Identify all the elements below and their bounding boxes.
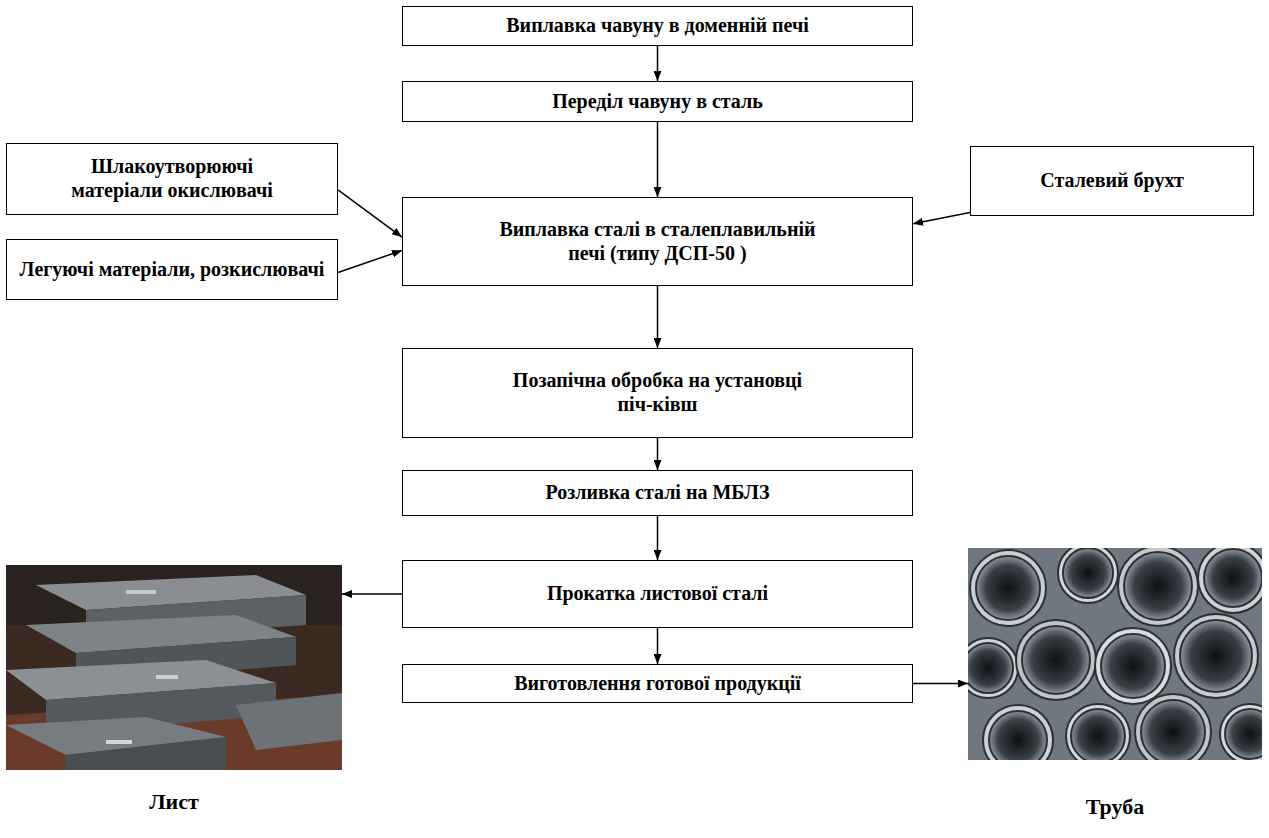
- process-box: Переділ чавуну в сталь: [402, 81, 913, 122]
- arrow-connector: [338, 190, 402, 237]
- photo-node: Лист: [6, 565, 342, 815]
- input-box: Шлакоутворюючі матеріали окислювачі: [6, 143, 338, 215]
- arrow-connector: [913, 683, 968, 685]
- box-text: Шлакоутворюючі матеріали окислювачі: [52, 155, 292, 202]
- process-box: Розливка сталі на МБЛЗ: [402, 470, 913, 516]
- arrow-connector: [657, 122, 659, 197]
- box-text: Виплавка чавуну в доменній печі: [506, 14, 808, 38]
- arrow-connector: [338, 250, 402, 272]
- box-text: Переділ чавуну в сталь: [552, 90, 763, 114]
- box-text: Позапічна обробка на установці піч-ківш: [508, 369, 808, 416]
- process-box: Виготовлення готової продукції: [402, 664, 913, 703]
- photo-caption: Лист: [149, 789, 199, 815]
- arrow-connector: [342, 593, 402, 595]
- sheet-photo: [6, 565, 342, 770]
- box-text: Виготовлення готової продукції: [514, 672, 801, 696]
- box-text: Сталевий брухт: [1040, 169, 1184, 193]
- arrow-connector: [657, 516, 659, 560]
- input-box: Легуючі матеріали, розкислювачі: [6, 239, 338, 300]
- input-box: Сталевий брухт: [970, 146, 1254, 216]
- box-text: Прокатка листової сталі: [547, 582, 768, 606]
- arrow-connector: [657, 438, 659, 470]
- photo-caption: Труба: [1086, 794, 1145, 820]
- box-text: Легуючі матеріали, розкислювачі: [20, 258, 325, 282]
- box-text: Розливка сталі на МБЛЗ: [545, 481, 769, 505]
- arrow-connector: [657, 286, 659, 348]
- process-box: Виплавка чавуну в доменній печі: [402, 6, 913, 46]
- process-box: Виплавка сталі в сталеплавильній печі (т…: [402, 197, 913, 286]
- arrow-connector: [657, 628, 659, 664]
- process-box: Прокатка листової сталі: [402, 560, 913, 628]
- arrow-connector: [657, 46, 659, 81]
- process-box: Позапічна обробка на установці піч-ківш: [402, 348, 913, 438]
- box-text: Виплавка сталі в сталеплавильній печі (т…: [493, 218, 823, 265]
- arrow-connector: [913, 213, 970, 224]
- pipe-photo: [968, 548, 1262, 760]
- photo-node: Труба: [968, 548, 1262, 820]
